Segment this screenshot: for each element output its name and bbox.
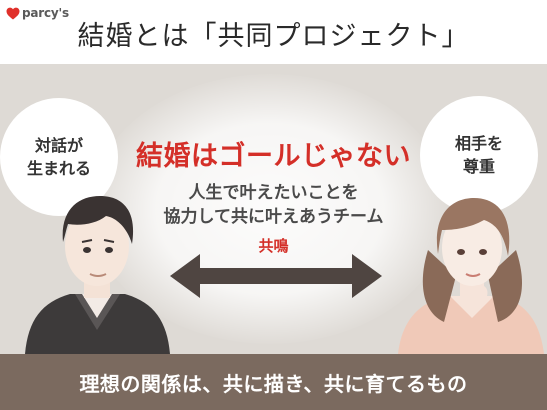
page-title: 結婚とは「共同プロジェクト」 — [77, 21, 470, 52]
subline-2: 協力して共に叶えあうチーム — [163, 207, 384, 227]
brand-logo[interactable]: parcy's — [6, 5, 69, 21]
illustration-panel: 対話が 生まれる 相手を 尊重 結婚はゴールじゃない 人生で叶えたいことを 協力… — [0, 64, 547, 354]
footer-text: 理想の関係は、共に描き、共に育てるもの — [79, 371, 468, 396]
right-speech-bubble: 相手を 尊重 — [420, 96, 538, 214]
center-glow — [90, 74, 450, 344]
heart-icon — [6, 7, 20, 19]
woman-illustration — [398, 198, 544, 354]
header-bar: parcy's 結婚とは「共同プロジェクト」 — [0, 0, 547, 64]
double-arrow-icon — [170, 254, 382, 298]
left-bubble-text: 対話が 生まれる — [26, 136, 91, 178]
right-bubble-text: 相手を 尊重 — [454, 134, 503, 176]
footer-banner: 理想の関係は、共に描き、共に育てるもの — [0, 354, 547, 410]
subline-1: 人生で叶えたいことを — [188, 183, 359, 203]
arrow-label: 共鳴 — [258, 237, 289, 255]
headline: 結婚はゴールじゃない — [136, 141, 411, 172]
brand-name: parcy's — [22, 6, 69, 20]
man-illustration — [25, 196, 170, 354]
